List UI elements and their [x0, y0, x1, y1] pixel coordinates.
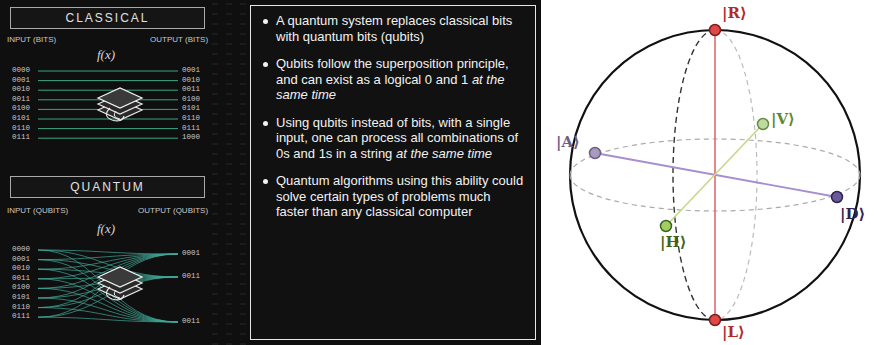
- bullet-dot: [263, 19, 268, 24]
- section-header: QUANTUM: [10, 176, 205, 198]
- output-bits: 1000: [182, 133, 200, 141]
- section-header: CLASSICAL: [10, 7, 205, 29]
- output-bits: 0100: [182, 95, 200, 103]
- processor-icon: [98, 88, 142, 121]
- output-qubits: 0001: [182, 249, 200, 257]
- bullet-box: A quantum system replaces classical bits…: [250, 5, 536, 340]
- state-label: |A⟩: [556, 133, 580, 151]
- bullet-text: at the same time: [396, 146, 492, 161]
- state-label: |R⟩: [722, 4, 747, 22]
- output-qubits: 0011: [182, 317, 200, 325]
- state-label: |H⟩: [660, 233, 686, 251]
- bullet-text: A quantum system replaces classical bits…: [276, 13, 512, 44]
- state-label: |V⟩: [771, 110, 795, 128]
- output-bits: 0110: [182, 114, 200, 122]
- bullet-dot: [263, 121, 268, 126]
- input-qubits: 0100: [12, 283, 30, 291]
- output-bits: 0001: [182, 66, 200, 74]
- input-bits: 0001: [12, 76, 30, 84]
- bloch-sphere: [570, 25, 860, 326]
- state-label: |D⟩: [840, 205, 865, 223]
- function-label: f(x): [97, 47, 115, 63]
- bullet-item: Quantum algorithms using this ability co…: [263, 173, 525, 220]
- bullet-item: Using qubits instead of bits, with a sin…: [263, 115, 525, 162]
- function-label: f(x): [97, 221, 115, 237]
- output-bits: 0011: [182, 85, 200, 93]
- input-qubits: 0010: [12, 264, 30, 272]
- input-bits: 0011: [12, 95, 30, 103]
- bullet-item: A quantum system replaces classical bits…: [263, 13, 525, 44]
- bit-texture: [205, 0, 250, 345]
- input-bits: 0000: [12, 66, 30, 74]
- input-qubits: 0011: [12, 274, 30, 282]
- axis-label: OUTPUT (QUBITS): [138, 206, 208, 215]
- input-qubits: 0001: [12, 255, 30, 263]
- axis-label: INPUT (QUBITS): [7, 206, 68, 215]
- output-bits: 0111: [182, 124, 200, 132]
- output-bits: 0101: [182, 104, 200, 112]
- dark-panel: [0, 0, 541, 345]
- bullet-text: Quantum algorithms using this ability co…: [276, 173, 523, 219]
- input-bits: 0111: [12, 133, 30, 141]
- classical-wires: [38, 71, 178, 138]
- input-bits: 0010: [12, 85, 30, 93]
- axis-label: OUTPUT (BITS): [150, 35, 208, 44]
- input-bits: 0101: [12, 114, 30, 122]
- output-bits: 0010: [182, 76, 200, 84]
- bullet-dot: [263, 62, 268, 67]
- input-qubits: 0110: [12, 303, 30, 311]
- input-qubits: 0000: [12, 245, 30, 253]
- bullet-item: Qubits follow the superposition principl…: [263, 56, 525, 103]
- state-label: |L⟩: [722, 323, 745, 341]
- input-bits: 0110: [12, 124, 30, 132]
- bullet-dot: [263, 179, 268, 184]
- quantum-wires: [38, 250, 178, 322]
- input-qubits: 0101: [12, 293, 30, 301]
- output-qubits: 0011: [182, 272, 200, 280]
- processor-icon: [98, 267, 142, 300]
- input-bits: 0100: [12, 104, 30, 112]
- input-qubits: 0111: [12, 312, 30, 320]
- header-text: CLASSICAL: [65, 11, 149, 25]
- axis-label: INPUT (BITS): [7, 35, 56, 44]
- header-text: QUANTUM: [70, 180, 145, 194]
